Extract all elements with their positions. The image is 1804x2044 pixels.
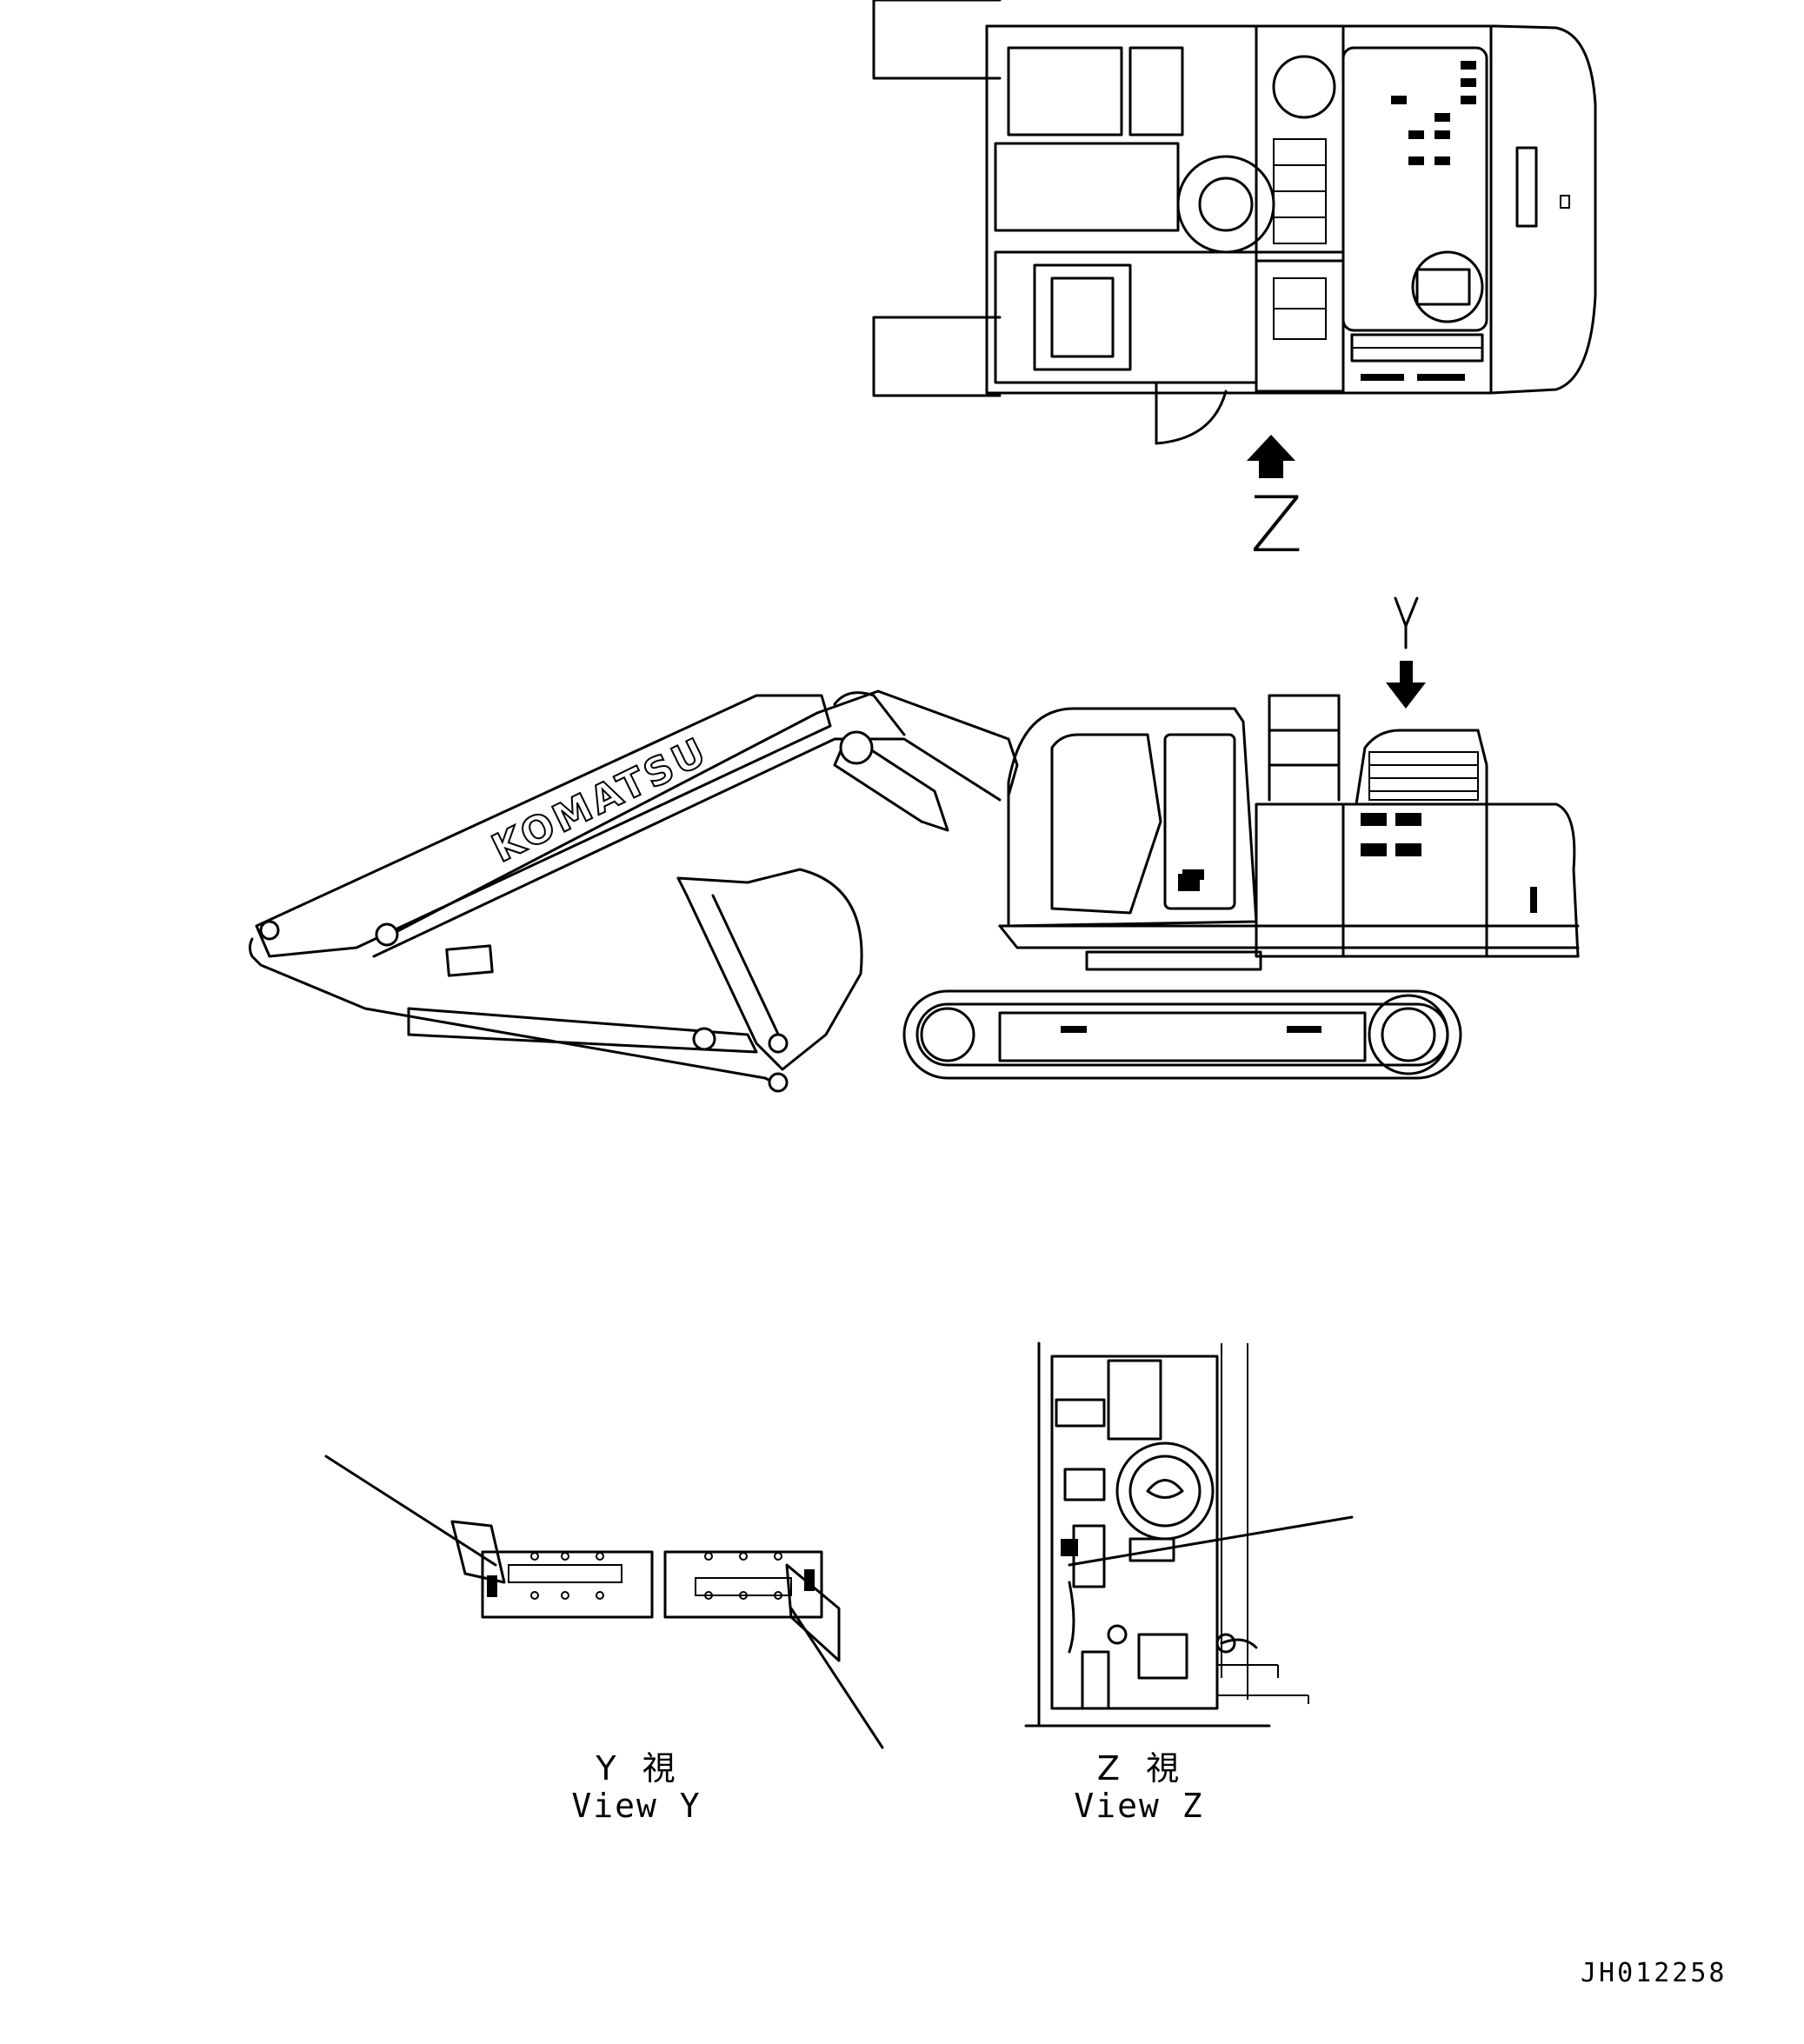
- view-z-caption-en: View Z: [1074, 1787, 1204, 1825]
- view-z-marker: Z: [1250, 480, 1303, 569]
- drawing-code: JH012258: [1581, 1958, 1727, 1988]
- view-z-caption-jp: Z 視: [1096, 1749, 1182, 1788]
- side-view: [249, 689, 1580, 1093]
- top-view: [872, 0, 1597, 445]
- view-y-caption-en: View Y: [571, 1787, 702, 1825]
- view-y-detail: [324, 1455, 884, 1749]
- arrow-down-icon: [1386, 661, 1426, 709]
- view-y-caption-jp: Y 視: [596, 1749, 677, 1788]
- view-z-detail: [1024, 1342, 1354, 1728]
- arrow-up-icon: [1247, 435, 1295, 478]
